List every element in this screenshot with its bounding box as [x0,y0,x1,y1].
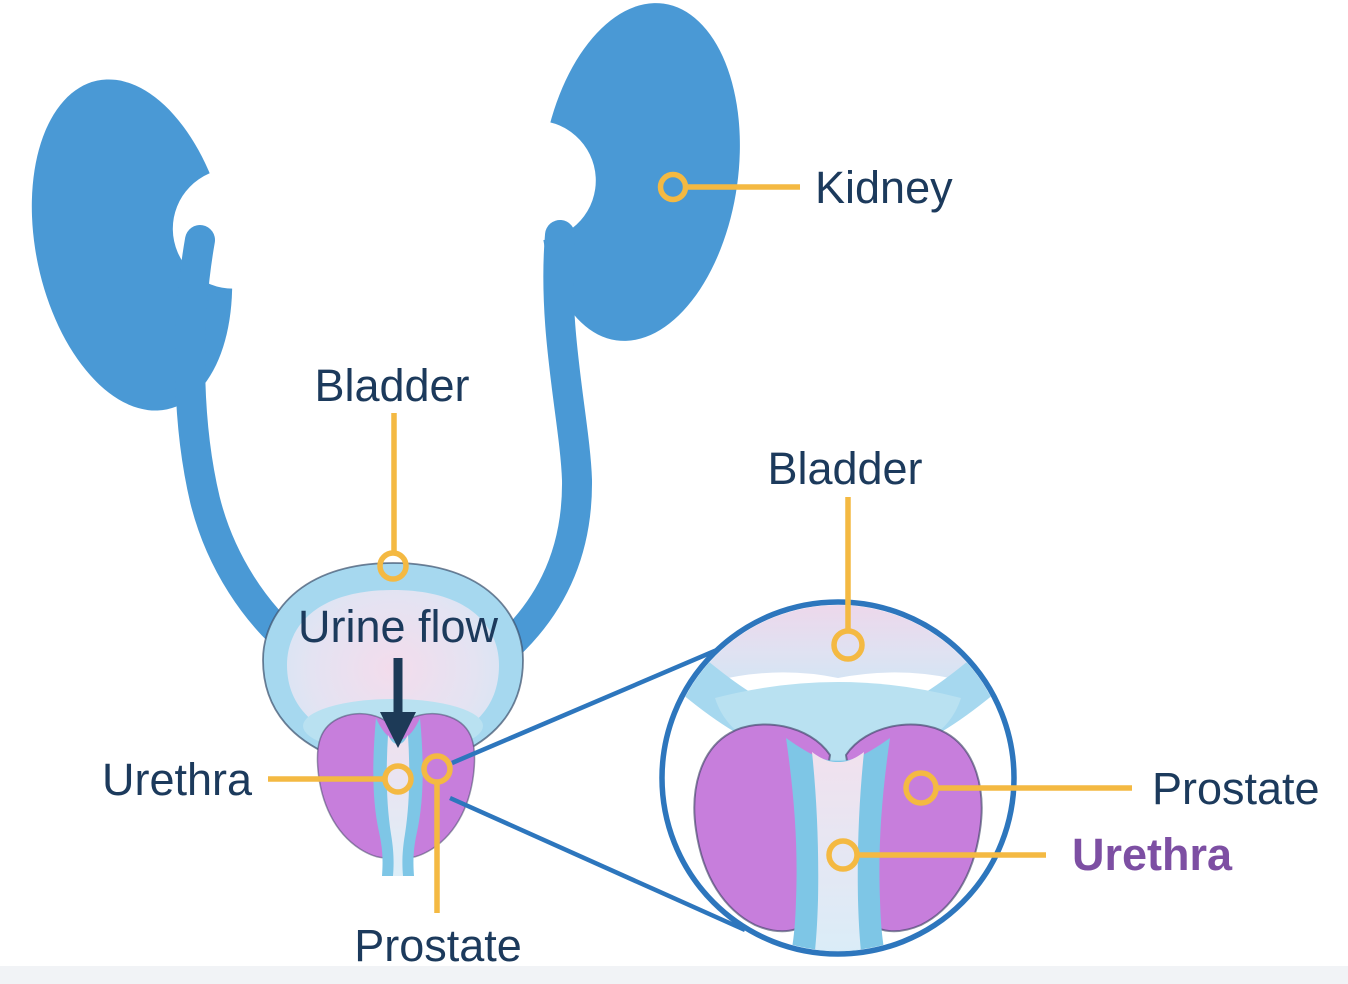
urine-flow-label: Urine flow [298,601,499,652]
inset-urethra-inner [812,752,864,951]
bladder-marker-circle-main [377,550,409,582]
bladder-label-inset: Bladder [767,443,922,494]
urethra-marker-circle-main [382,763,414,795]
bladder-marker-circle-inset [831,628,865,662]
bladder-label-main: Bladder [314,360,469,411]
magnifier-cone-upper-line [451,647,718,766]
prostate-marker-circle-main [421,753,453,785]
right-ureter [483,220,593,670]
urethra-label-inset: Urethra [1072,829,1233,880]
prostate-marker-circle-inset [903,770,939,806]
prostate-label-inset: Prostate [1152,763,1320,814]
page-bottom-strip [0,966,1348,984]
kidney-marker-circle [657,171,689,203]
left-kidney [31,79,293,411]
left-ureter [175,225,315,665]
urethra-label-main: Urethra [102,754,253,805]
urine-flow-arrow-head [380,712,416,748]
prostate-label-main: Prostate [354,920,522,971]
right-kidney-hilum-notch [475,120,596,241]
magnifier-cone-lower-line [449,795,746,933]
urethra-marker-circle-inset [826,838,860,872]
right-kidney [475,3,740,341]
kidney-label: Kidney [815,162,953,213]
